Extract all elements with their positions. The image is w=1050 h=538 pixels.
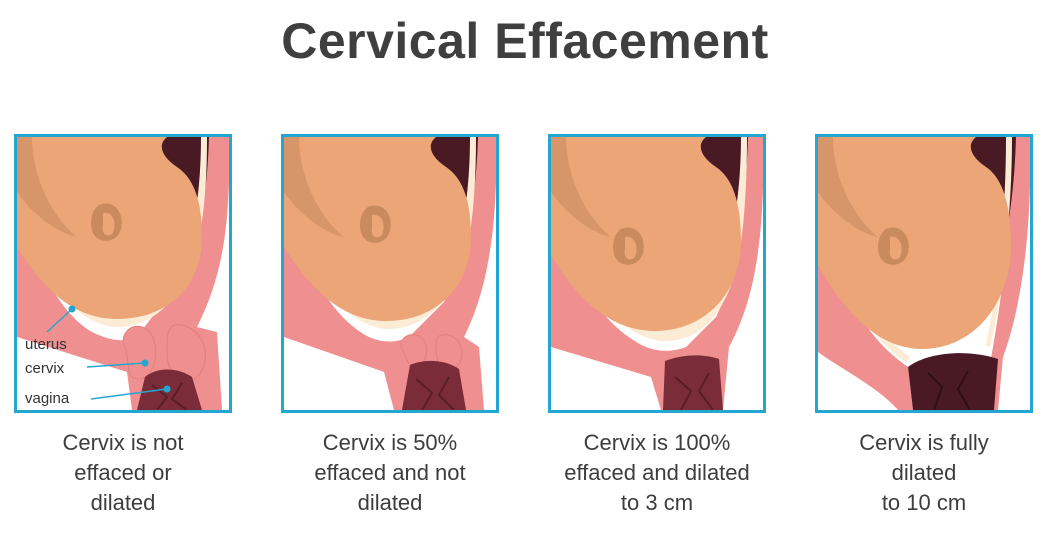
caption-line: effaced and dilated	[564, 460, 750, 485]
caption-line: dilated	[357, 490, 423, 515]
illustration-100-effaced	[551, 137, 763, 410]
illustration-50-effaced	[284, 137, 496, 410]
caption-50-effaced: Cervix is 50% effaced and not dilated	[270, 428, 510, 518]
illustration-fully-dilated	[818, 137, 1030, 410]
caption-line: Cervix is 100%	[583, 430, 731, 455]
panel-50-effaced	[281, 134, 499, 413]
caption-line: dilated	[891, 460, 957, 485]
label-uterus: uterus	[25, 336, 67, 353]
caption-fully-dilated: Cervix is fully dilated to 10 cm	[804, 428, 1044, 518]
label-vagina: vagina	[25, 390, 70, 407]
caption-line: to 10 cm	[881, 490, 967, 515]
caption-line: to 3 cm	[620, 490, 694, 515]
caption-line: dilated	[90, 490, 156, 515]
caption-line: Cervix is 50%	[322, 430, 458, 455]
label-cervix: cervix	[25, 360, 65, 377]
caption-100-effaced: Cervix is 100% effaced and dilated to 3 …	[537, 428, 777, 518]
panel-fully-dilated	[815, 134, 1033, 413]
panel-not-effaced: uterus cervix vagina	[14, 134, 232, 413]
page-title: Cervical Effacement	[281, 13, 769, 69]
caption-not-effaced: Cervix is not effaced or dilated	[3, 428, 243, 518]
caption-line: effaced or	[74, 460, 172, 485]
caption-line: Cervix is not	[62, 430, 184, 455]
caption-line: Cervix is fully	[859, 430, 989, 455]
caption-line: effaced and not	[314, 460, 466, 485]
illustration-not-effaced: uterus cervix vagina	[17, 137, 229, 410]
panel-100-effaced	[548, 134, 766, 413]
